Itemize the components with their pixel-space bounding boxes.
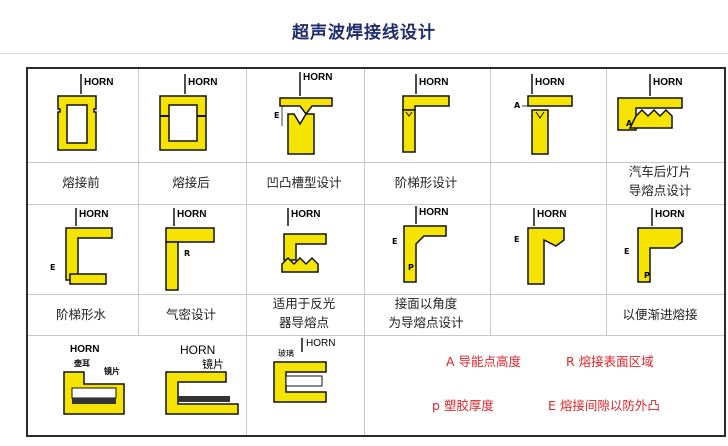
page-title: 超声波焊接线设计 [292, 23, 436, 43]
horn-label: HORN [537, 209, 566, 220]
caption-step-water: 阶梯形水 [55, 307, 106, 322]
caption-reflector-1: 适用于反光 [272, 296, 336, 311]
grid-line [364, 69, 365, 435]
horn-label: HORN [306, 338, 335, 349]
horn-label: HORN [180, 343, 215, 357]
lens-label: 镜片 [202, 357, 224, 371]
grid-line [28, 204, 724, 205]
grid-line [246, 69, 247, 435]
caption-progressive: 以便渐进熔接 [622, 307, 698, 322]
caption-step-joint: 阶梯形设计 [394, 175, 458, 190]
glass-label: 玻璃 [278, 348, 294, 358]
e-label: E [624, 247, 629, 256]
glass-weld-diagram: HORN 玻璃 [273, 338, 335, 403]
tongue-groove-diagram: HORN E [274, 72, 333, 155]
shear-joint-diagram: HORN E [514, 208, 566, 285]
angled-joint-diagram: HORN P E [392, 206, 448, 283]
grid-line [28, 162, 724, 163]
title-divider [0, 53, 728, 54]
joint-after-weld-diagram: HORN [159, 74, 217, 151]
horn-label: HORN [535, 77, 564, 88]
horn-label: HORN [177, 209, 206, 220]
caption-tail-lamp-1: 汽车后灯片 [628, 164, 692, 179]
horn-label: HORN [303, 72, 332, 83]
e-label: E [50, 263, 55, 272]
caption-before-weld: 熔接前 [62, 175, 100, 190]
horn-label: HORN [188, 77, 217, 88]
reflector-diagram: HORN [281, 208, 327, 273]
horn-label: HORN [655, 209, 684, 220]
r-label: R [184, 249, 190, 258]
horn-label: HORN [291, 209, 320, 220]
p-label: P [644, 271, 650, 280]
e-label: E [514, 235, 519, 244]
horn-label: HORN [70, 344, 99, 355]
a-label: A [514, 101, 521, 110]
horn-label: HORN [653, 77, 682, 88]
tail-lamp-diagram: HORN A [617, 74, 683, 131]
design-table [26, 67, 726, 437]
caption-tail-lamp-2: 导熔点设计 [628, 183, 692, 198]
e-label: E [392, 237, 397, 246]
caption-airtight: 气密设计 [165, 307, 216, 322]
grid-line [28, 294, 724, 295]
horn-label: HORN [419, 207, 448, 218]
legend-r: R 熔接表面区域 [566, 354, 654, 369]
horn-label: HORN [79, 209, 108, 220]
progressive-weld-diagram: HORN P E [624, 208, 684, 283]
horn-label: HORN [419, 77, 448, 88]
p-label: P [408, 263, 414, 272]
legend-p: p 塑胶厚度 [432, 398, 494, 413]
step-joint-diagram: HORN [402, 74, 450, 153]
energy-director-diagram: HORN A [514, 74, 573, 155]
lens-weld-diagram: HORN 镜片 [165, 343, 239, 415]
grid-line [606, 69, 607, 335]
kettle-label: 壶耳 [74, 358, 90, 368]
legend-a: A 导能点高度 [446, 354, 522, 369]
step-water-diagram: HORN E [50, 208, 113, 285]
horn-label: HORN [84, 77, 113, 88]
e-label: E [274, 111, 279, 120]
grid-line [138, 69, 139, 335]
kettle-lens-diagram: HORN 壶耳 镜片 [63, 344, 125, 415]
legend-e: E 熔接间隙以防外凸 [548, 398, 660, 413]
a-label: A [626, 119, 633, 128]
caption-angled-2: 为导熔点设计 [388, 315, 464, 330]
grid-line [28, 335, 724, 336]
airtight-diagram: HORN R [165, 208, 215, 291]
lens-label: 镜片 [104, 366, 120, 376]
caption-angled-1: 接面以角度 [394, 296, 458, 311]
caption-tongue-groove: 凹凸槽型设计 [266, 175, 342, 190]
joint-before-weld-diagram: HORN [57, 74, 113, 151]
caption-reflector-2: 器导熔点 [278, 315, 329, 330]
grid-line [490, 69, 491, 335]
caption-after-weld: 熔接后 [172, 175, 210, 190]
